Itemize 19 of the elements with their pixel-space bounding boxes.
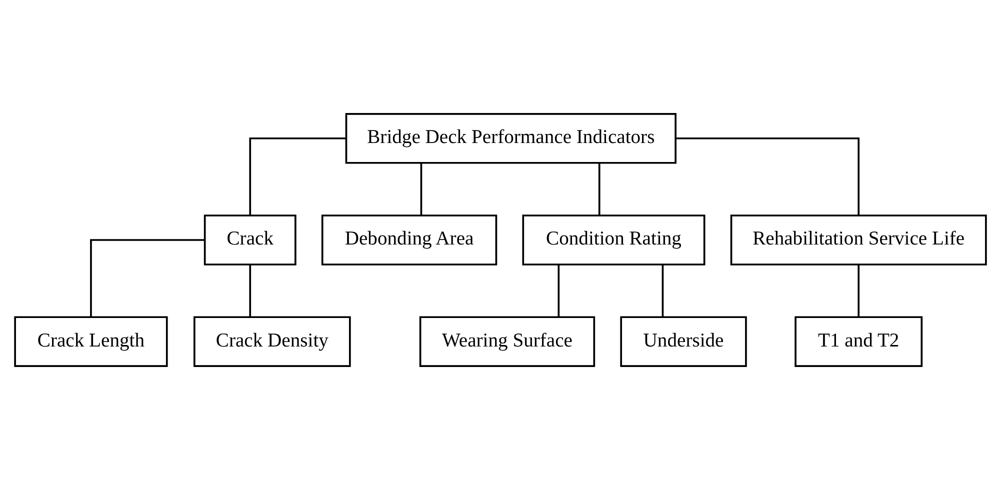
node-box: Crack Density — [193, 316, 350, 367]
connector — [248, 264, 251, 316]
connector — [857, 264, 860, 316]
node-box: Bridge Deck Performance Indicators — [344, 112, 676, 164]
node-box: T1 and T2 — [794, 316, 922, 367]
connector — [675, 136, 860, 215]
node-box: Condition Rating — [522, 214, 705, 265]
node-box: Wearing Surface — [418, 316, 595, 367]
connector — [248, 136, 346, 215]
node-box: Crack Length — [14, 316, 168, 367]
connector — [90, 238, 204, 317]
connector — [557, 264, 560, 316]
node-box: Crack — [203, 214, 296, 265]
node-box: Debonding Area — [320, 214, 497, 265]
connector — [420, 162, 422, 215]
connector — [661, 264, 664, 316]
node-box: Underside — [620, 316, 746, 367]
connector — [598, 162, 600, 215]
node-box: Rehabilitation Service Life — [730, 214, 986, 265]
